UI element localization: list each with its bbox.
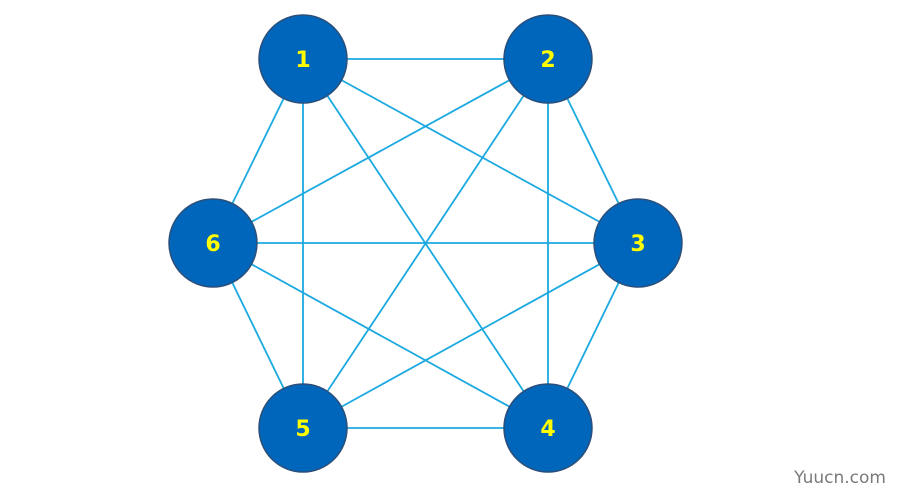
nodes-group: 1 2 3 4 5 6 [168,14,683,473]
node-label-4: 4 [540,417,555,442]
node-circle-4 [503,383,593,473]
node-label-5: 5 [295,417,310,442]
node-1: 1 [258,14,348,104]
node-5: 5 [258,383,348,473]
node-label-6: 6 [205,232,220,257]
node-circle-3 [593,198,683,288]
edges-group [212,58,639,429]
edge-2-6 [212,58,549,244]
watermark-text: Yuucn.com [794,468,886,488]
edge-4-6 [212,242,549,429]
node-circle-1 [258,14,348,104]
node-circle-5 [258,383,348,473]
node-circle-2 [503,14,593,104]
node-label-3: 3 [630,232,645,257]
node-4: 4 [503,383,593,473]
node-3: 3 [593,198,683,288]
node-2: 2 [503,14,593,104]
node-circle-6 [168,198,258,288]
node-label-2: 2 [540,48,555,73]
node-label-1: 1 [295,48,310,73]
edge-1-3 [302,58,639,244]
edge-3-5 [302,242,639,429]
node-6: 6 [168,198,258,288]
